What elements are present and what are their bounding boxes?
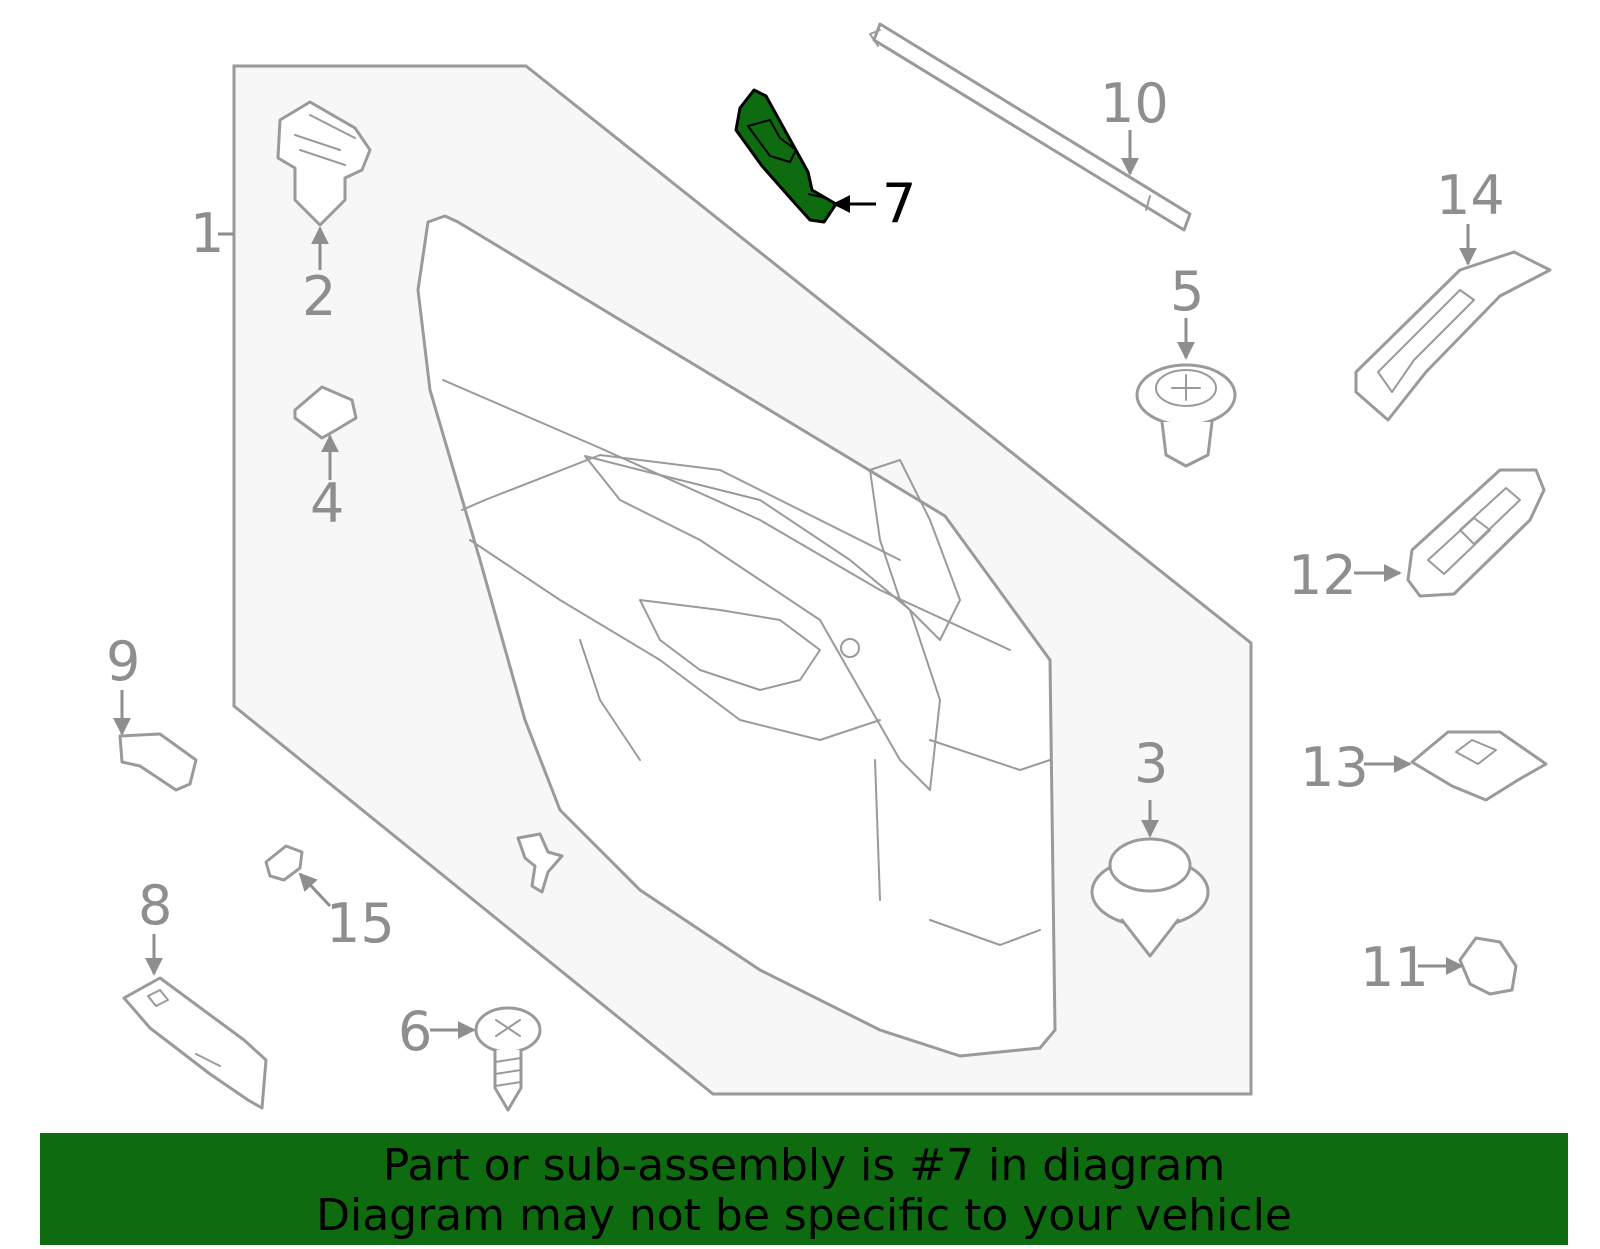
callout-6: 6 <box>398 1000 432 1063</box>
callout-3: 3 <box>1134 732 1168 795</box>
part-2-clip <box>276 100 372 227</box>
part-14-bezel <box>1354 250 1552 422</box>
banner-line-1: Part or sub-assembly is #7 in diagram <box>382 1140 1226 1191</box>
callout-leaders <box>113 130 1477 1039</box>
callout-4: 4 <box>310 472 344 535</box>
info-banner: Part or sub-assembly is #7 in diagram Di… <box>40 1133 1568 1245</box>
callout-12: 12 <box>1288 544 1357 607</box>
banner-line-2: Diagram may not be specific to your vehi… <box>316 1190 1292 1241</box>
callout-7: 7 <box>882 172 916 235</box>
callout-2: 2 <box>302 265 336 328</box>
part-9-bracket <box>118 732 198 792</box>
callout-9: 9 <box>106 630 140 693</box>
callout-14: 14 <box>1436 164 1505 227</box>
part-7-highlighted-bracket <box>734 88 838 224</box>
callout-10: 10 <box>1100 72 1169 135</box>
callout-5: 5 <box>1170 260 1204 323</box>
part-4-cap <box>293 385 358 440</box>
door-trim-panel <box>416 214 1057 1058</box>
callout-13: 13 <box>1300 736 1369 799</box>
bracket-clip <box>516 832 564 894</box>
part-10-strip <box>869 22 1192 232</box>
part-5-push-clip <box>1135 363 1237 468</box>
part-6-screw <box>474 1006 542 1112</box>
part-3-large-clip <box>1090 837 1210 958</box>
callout-1: 1 <box>190 202 224 265</box>
part-12-window-switch <box>1406 468 1546 598</box>
callout-8: 8 <box>138 874 172 937</box>
callout-15: 15 <box>326 892 395 955</box>
part-13-switch <box>1410 730 1548 802</box>
part-11-switch <box>1458 936 1518 996</box>
part-8-bracket <box>122 976 268 1110</box>
part-15-clip <box>264 844 304 882</box>
callout-11: 11 <box>1360 936 1429 999</box>
